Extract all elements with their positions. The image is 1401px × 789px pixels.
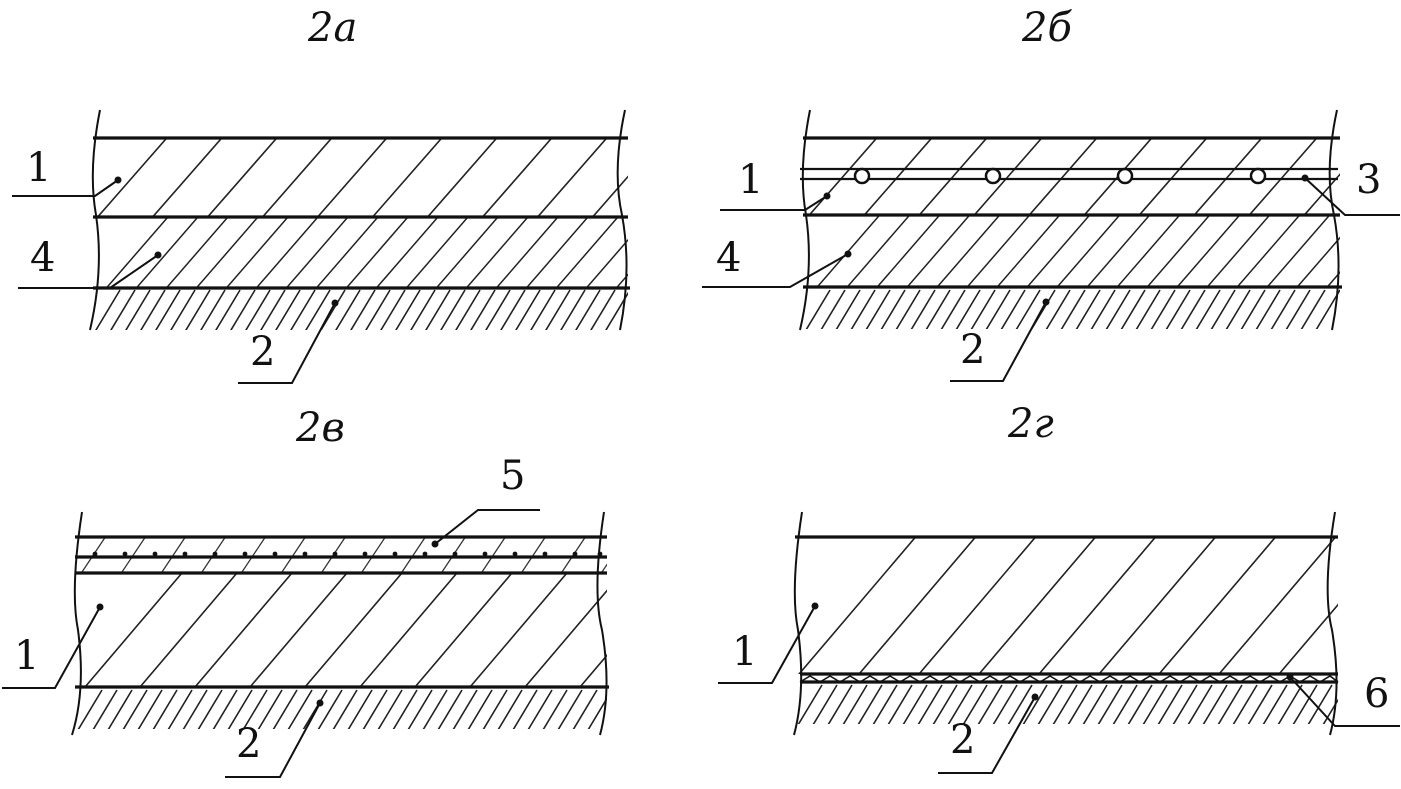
layer-boundaries (795, 535, 1338, 684)
layer-4-hatch (105, 217, 628, 288)
layer-4-hatch (816, 215, 1340, 287)
layer-1-hatch (798, 537, 1338, 674)
layer-boundaries (93, 136, 630, 290)
break-lines (71, 511, 608, 736)
rod-sections (853, 167, 1267, 185)
callout-4: 4 (716, 235, 742, 281)
layer-1-hatch (84, 573, 607, 687)
callout-2: 2 (250, 329, 276, 375)
soil-hatch (805, 289, 1340, 329)
leader-lines (2, 509, 540, 778)
leader-dots (823, 174, 1309, 306)
callout-2: 2 (950, 717, 976, 763)
reinforcement-rods (800, 167, 1338, 181)
leader-lines (12, 179, 336, 384)
panel-title-2g: 2г (1008, 401, 1054, 447)
callout-4: 4 (30, 235, 56, 281)
panel-2v (2, 509, 609, 778)
callout-2: 2 (960, 327, 986, 373)
layer-5-hatch (80, 537, 607, 573)
leader-dots (114, 176, 339, 307)
layer-1-hatch (96, 138, 628, 217)
callout-1: 1 (738, 157, 764, 203)
geotextile-layer-6 (799, 675, 1339, 683)
callout-2: 2 (236, 721, 262, 767)
callout-1: 1 (26, 145, 52, 191)
break-lines (89, 109, 628, 331)
leader-dots (811, 602, 1294, 701)
callout-1: 1 (14, 633, 40, 679)
layer-boundaries (803, 136, 1342, 289)
soil-hatch (77, 689, 607, 729)
break-lines (793, 511, 1338, 736)
callout-6: 6 (1364, 671, 1390, 717)
panel-title-2a: 2а (308, 5, 358, 51)
break-lines (799, 109, 1340, 331)
callout-5: 5 (500, 453, 526, 499)
soil-hatch (797, 684, 1338, 724)
callout-3: 3 (1356, 157, 1382, 203)
callout-1: 1 (732, 629, 758, 675)
panel-2b (702, 109, 1400, 382)
panel-2a (12, 109, 630, 384)
layer-boundaries (75, 535, 609, 689)
panel-title-2b: 2б (1022, 5, 1072, 51)
panel-2g (718, 511, 1400, 774)
leader-lines (702, 177, 1400, 382)
soil-hatch (95, 289, 628, 330)
leader-dots (96, 540, 439, 707)
panel-title-2v: 2в (296, 405, 345, 451)
leader-lines (718, 605, 1400, 774)
